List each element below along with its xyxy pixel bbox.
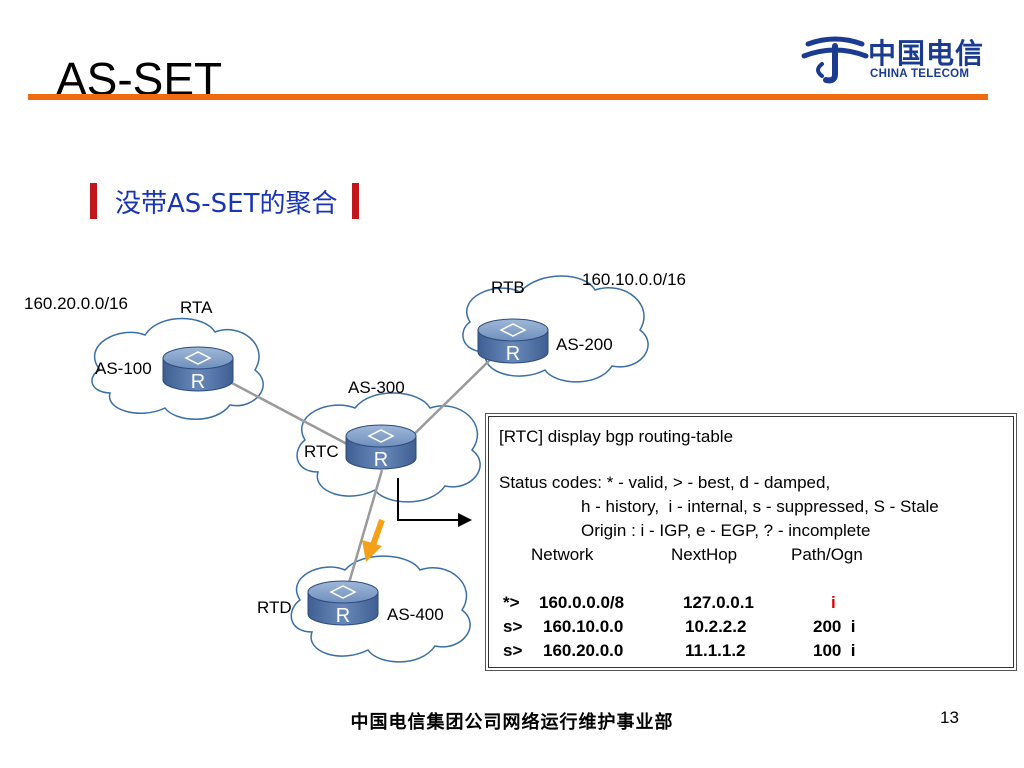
logo-english-text: CHINA TELECOM	[870, 68, 970, 80]
link-rtc-rtd	[342, 469, 384, 601]
rtd-name-label: RTD	[257, 598, 292, 617]
link-rta-rtc	[229, 380, 363, 454]
status-codes-line2: h - history, i - internal, s - suppresse…	[581, 497, 939, 516]
row-1-path: 200 i	[813, 617, 856, 636]
rtd-as-label: AS-400	[387, 605, 444, 624]
subtitle-left-bar	[90, 183, 97, 219]
footer-organization: 中国电信集团公司网络运行维护事业部	[350, 712, 674, 733]
link-rtb-rtc	[399, 354, 496, 449]
bgp-routing-table-panel: [RTC] display bgp routing-table Status c…	[488, 416, 1014, 668]
row-0-path: i	[831, 593, 836, 612]
router-rtc-icon	[345, 424, 417, 470]
rtb-as-label: AS-200	[556, 335, 613, 354]
subtitle-right-bar	[351, 183, 359, 219]
title-underline	[28, 94, 988, 100]
row-1-nexthop: 10.2.2.2	[685, 617, 747, 636]
subtitle: 没带AS-SET的聚合	[115, 188, 338, 219]
status-codes-line3: Origin : i - IGP, e - EGP, ? - incomplet…	[581, 521, 871, 540]
china-telecom-logo-icon	[801, 36, 869, 84]
advertise-arrow-icon	[362, 518, 385, 562]
rta-network-label: 160.20.0.0/16	[24, 294, 128, 313]
row-1-status: s>	[503, 617, 523, 636]
logo-chinese-text: 中国电信	[868, 37, 985, 70]
row-0-nexthop: 127.0.0.1	[683, 593, 754, 612]
row-2-nexthop: 11.1.1.2	[685, 641, 746, 660]
pointer-arrowhead	[458, 513, 472, 527]
router-rtd-icon	[307, 580, 379, 626]
router-rtb-icon	[477, 318, 549, 364]
rta-name-label: RTA	[180, 298, 213, 317]
row-0-network: 160.0.0.0/8	[539, 593, 625, 612]
status-codes-line1: Status codes: * - valid, > - best, d - d…	[499, 473, 831, 492]
router-rtb-glyph: R	[506, 343, 520, 365]
header-nexthop: NextHop	[671, 545, 738, 564]
row-1-network: 160.10.0.0	[543, 617, 624, 636]
page-number: 13	[940, 708, 959, 727]
subtitle-group: 没带AS-SET的聚合	[90, 183, 359, 219]
router-rtd-glyph: R	[336, 605, 350, 627]
bgp-command-line: [RTC] display bgp routing-table	[499, 427, 734, 446]
header-network: Network	[531, 545, 594, 564]
row-0-status: *>	[503, 593, 520, 612]
rtc-as-label: AS-300	[348, 378, 405, 397]
rtb-name-label: RTB	[491, 278, 525, 297]
rtc-name-label: RTC	[304, 442, 339, 461]
row-2-path: 100 i	[813, 641, 856, 660]
router-rtc-glyph: R	[374, 449, 388, 471]
row-2-network: 160.20.0.0	[543, 641, 624, 660]
rtb-network-label: 160.10.0.0/16	[582, 270, 686, 289]
router-rta-glyph: R	[191, 371, 205, 393]
row-2-status: s>	[503, 641, 523, 660]
pointer-arrow-to-table	[397, 478, 460, 521]
rta-as-label: AS-100	[95, 359, 152, 378]
router-rta-icon	[162, 346, 234, 392]
header-path: Path/Ogn	[791, 545, 863, 564]
